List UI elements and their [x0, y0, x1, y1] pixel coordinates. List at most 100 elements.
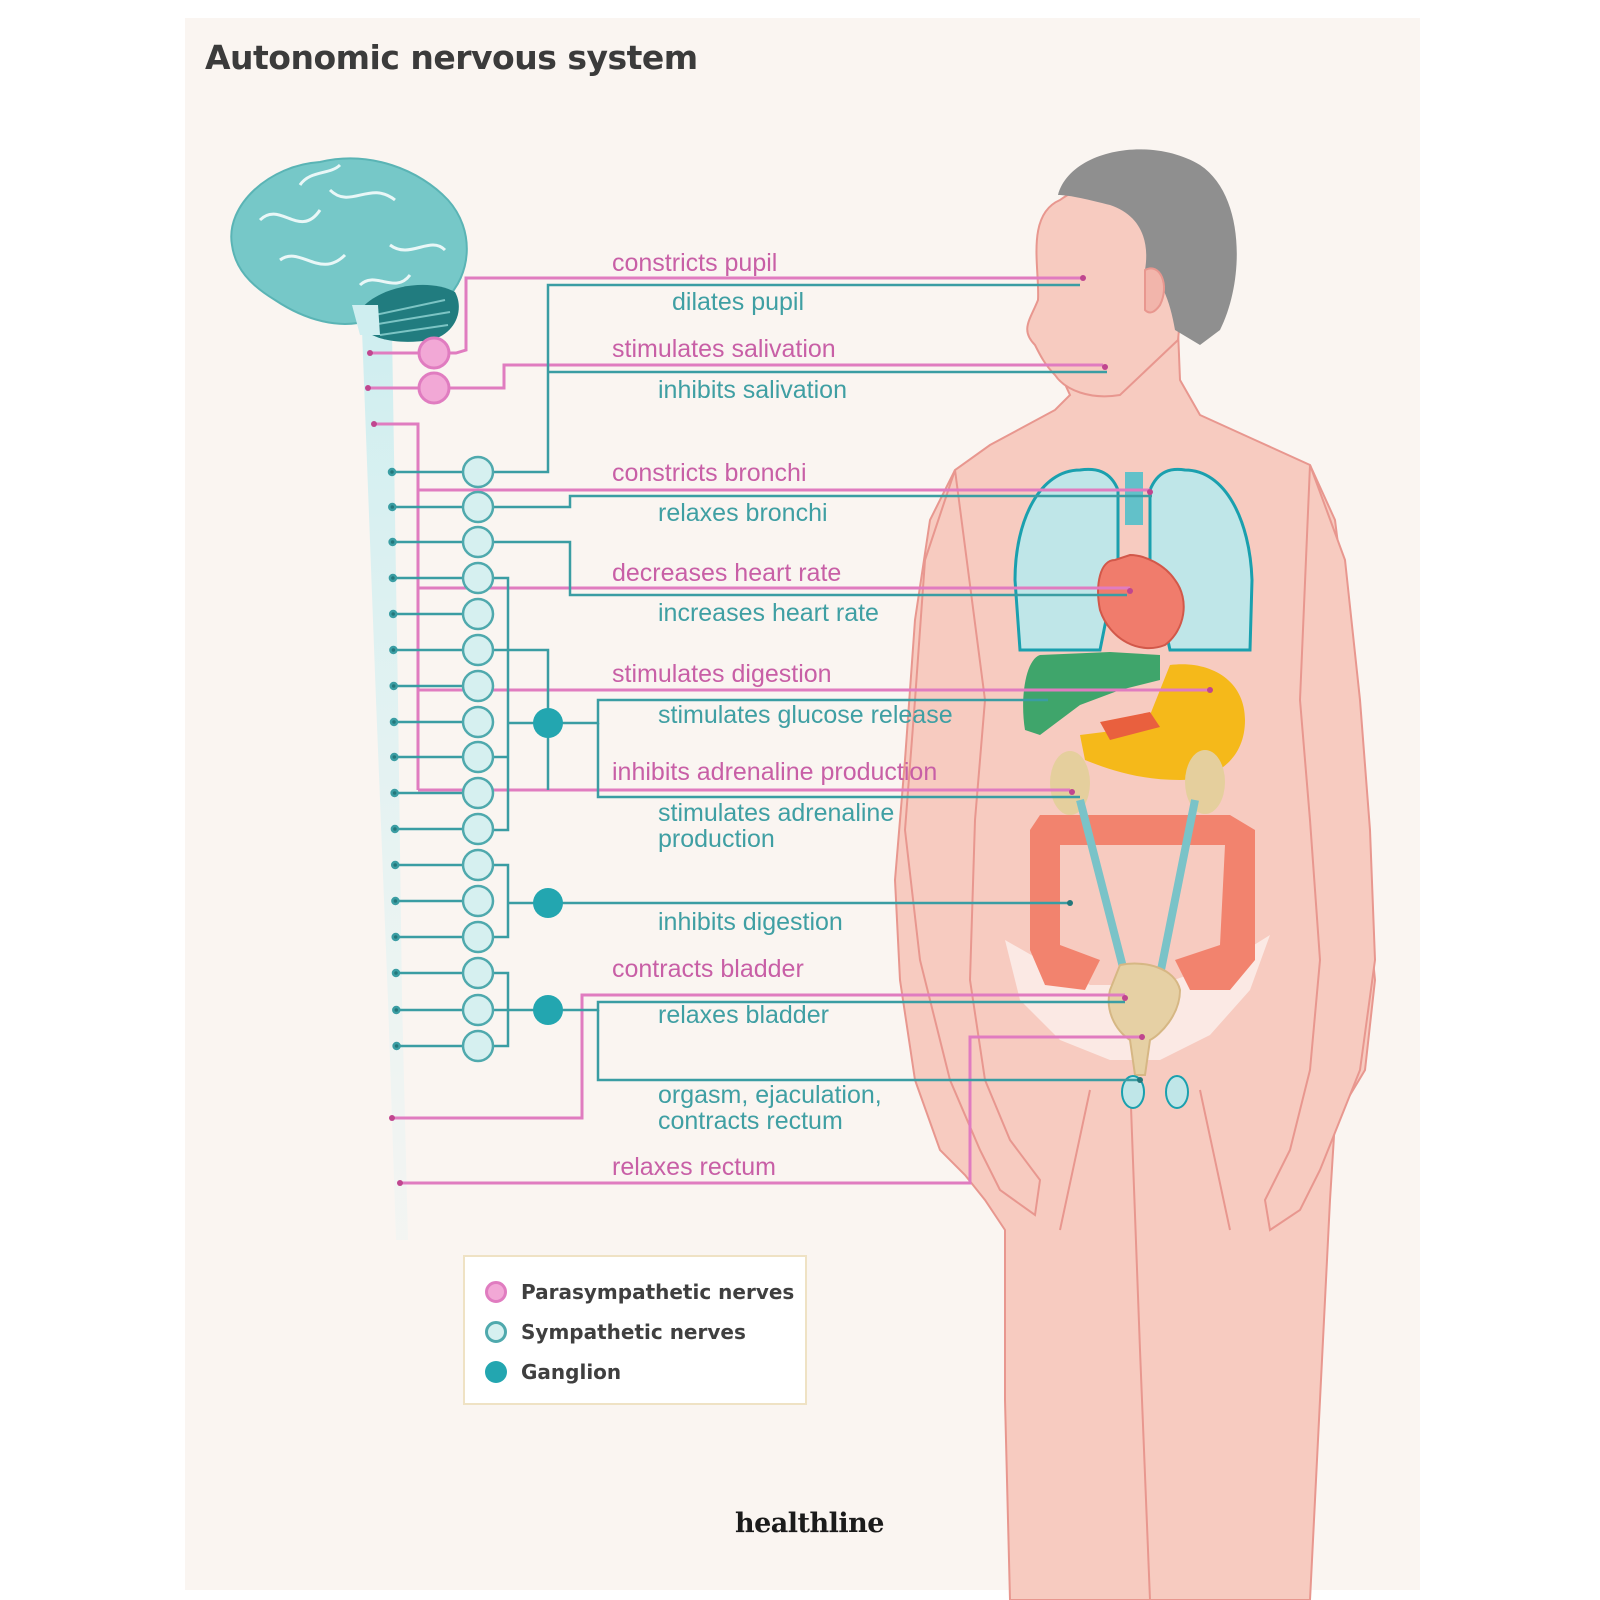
colon — [1030, 815, 1255, 990]
right-lung — [1013, 467, 1120, 652]
label-inhibits-digestion: inhibits digestion — [658, 908, 843, 936]
label-dilates-pupil: dilates pupil — [672, 288, 804, 316]
legend-label-sympathetic: Sympathetic nerves — [521, 1320, 746, 1344]
brain-folds — [258, 163, 447, 287]
label-relaxes-bladder: relaxes bladder — [658, 1001, 829, 1029]
endpoint-cord-5 — [397, 1180, 403, 1186]
cord-link-dot — [388, 609, 398, 619]
legend-item-sympathetic: Sympathetic nerves — [485, 1317, 746, 1347]
endpoint-bladder — [1122, 995, 1128, 1001]
cord-link-dot — [388, 573, 398, 583]
nerve-vagus-p — [374, 422, 420, 790]
left-testicle — [1165, 1075, 1189, 1109]
nerve-pupil-s — [478, 283, 1080, 474]
ganglion-node — [533, 888, 563, 918]
nerve-endpoints — [365, 275, 1213, 1186]
cord-link-dot — [392, 1041, 401, 1051]
ear — [1144, 267, 1165, 314]
body-figure — [893, 149, 1377, 1600]
legend-item-ganglion: Ganglion — [485, 1357, 621, 1387]
cord-link-dot — [389, 717, 399, 727]
brain-spine — [230, 157, 468, 1240]
left-kidney — [1185, 750, 1225, 814]
healthline-logo: healthline — [735, 1508, 884, 1539]
sympathetic-node — [461, 884, 495, 918]
label-increases-heart-rate: increases heart rate — [658, 599, 879, 627]
sympathetic-node — [461, 1029, 495, 1063]
legend-item-parasympathetic: Parasympathetic nerves — [485, 1277, 794, 1307]
endpoint-lungs — [1147, 489, 1153, 495]
label-stimulates-adrenaline-line2: production — [658, 825, 775, 853]
cord-link-dot — [388, 502, 397, 512]
label-constricts-pupil: constricts pupil — [612, 249, 777, 277]
sympathetic-node — [461, 561, 495, 595]
legs — [1059, 1079, 1231, 1600]
cord-link-dot — [391, 968, 401, 978]
label-stimulates-glucose-release: stimulates glucose release — [658, 701, 953, 729]
nerve-adrenal-s — [596, 723, 1080, 799]
endpoint-rectum — [1139, 1034, 1145, 1040]
spinal-cord — [360, 330, 408, 1240]
legend: Parasympathetic nerves Sympathetic nerve… — [463, 1255, 807, 1405]
label-stimulates-salivation: stimulates salivation — [612, 335, 836, 363]
legend-label-parasympathetic: Parasympathetic nerves — [521, 1280, 795, 1304]
heart — [1097, 553, 1185, 650]
endpoint-cord-2 — [365, 385, 371, 391]
label-inhibits-adrenaline-production: inhibits adrenaline production — [612, 758, 937, 786]
endpoint-heart — [1127, 588, 1133, 594]
sympathetic-node — [461, 776, 495, 810]
ganglia — [533, 708, 563, 1025]
endpoint-cord-4 — [389, 1115, 395, 1121]
sympathetic-node — [461, 633, 495, 667]
nerve-orgasm-s — [596, 1010, 1140, 1082]
brainstem — [352, 305, 380, 335]
label-orgasm-line2: contracts rectum — [658, 1107, 843, 1135]
cord-link-dot — [389, 681, 398, 691]
label-inhibits-salivation: inhibits salivation — [658, 376, 847, 404]
sympathetic-node — [461, 812, 495, 846]
cord-link-dot — [390, 860, 400, 870]
cord-to-chain-links — [387, 467, 462, 1051]
endpoint-adrenal — [1069, 789, 1075, 795]
parasympathetic-node — [417, 371, 451, 405]
cerebellum-folds — [371, 299, 451, 336]
sympathetic-node — [461, 705, 495, 739]
cord-link-dot — [390, 824, 400, 834]
ureters — [1076, 799, 1199, 976]
trachea — [1125, 472, 1143, 525]
ganglion-swatch — [485, 1361, 507, 1383]
label-decreases-heart-rate: decreases heart rate — [612, 559, 841, 587]
sympathetic-node — [461, 740, 495, 774]
nerve-bronchi-s — [478, 494, 1152, 509]
cord-link-dot — [390, 752, 399, 762]
label-relaxes-rectum: relaxes rectum — [612, 1153, 776, 1181]
cord-link-dot — [388, 537, 397, 547]
cord-link-dot — [391, 932, 400, 942]
right-kidney — [1050, 751, 1090, 815]
cord-link-dot — [391, 896, 400, 906]
sympathetic-node — [461, 455, 495, 489]
label-constricts-bronchi: constricts bronchi — [612, 459, 807, 487]
sympathetic-node — [461, 848, 495, 882]
page-title: Autonomic nervous system — [205, 38, 698, 77]
sympathetic-node — [461, 597, 495, 631]
nerve-glucose-s — [560, 698, 1048, 725]
endpoint-genitals — [1137, 1077, 1143, 1083]
sympathetic-node — [461, 920, 495, 954]
label-stimulates-adrenaline-line1: stimulates adrenaline — [658, 799, 894, 827]
sympathetic-node — [461, 956, 495, 990]
right-arm — [903, 469, 1042, 1217]
cord-link-dot — [392, 1005, 401, 1015]
nerve-bladder-p — [392, 993, 1125, 1120]
cord-link-dot — [389, 645, 398, 655]
liver — [1023, 652, 1160, 735]
endpoint-cord-3 — [371, 421, 377, 427]
sympathetic-node — [461, 490, 495, 524]
parasympathetic-node — [417, 336, 451, 370]
sympathetic-node — [461, 669, 495, 703]
label-relaxes-bronchi: relaxes bronchi — [658, 499, 828, 527]
sympathetic-swatch — [485, 1321, 507, 1343]
left-arm — [1263, 464, 1377, 1232]
endpoint-mouth — [1102, 364, 1108, 370]
